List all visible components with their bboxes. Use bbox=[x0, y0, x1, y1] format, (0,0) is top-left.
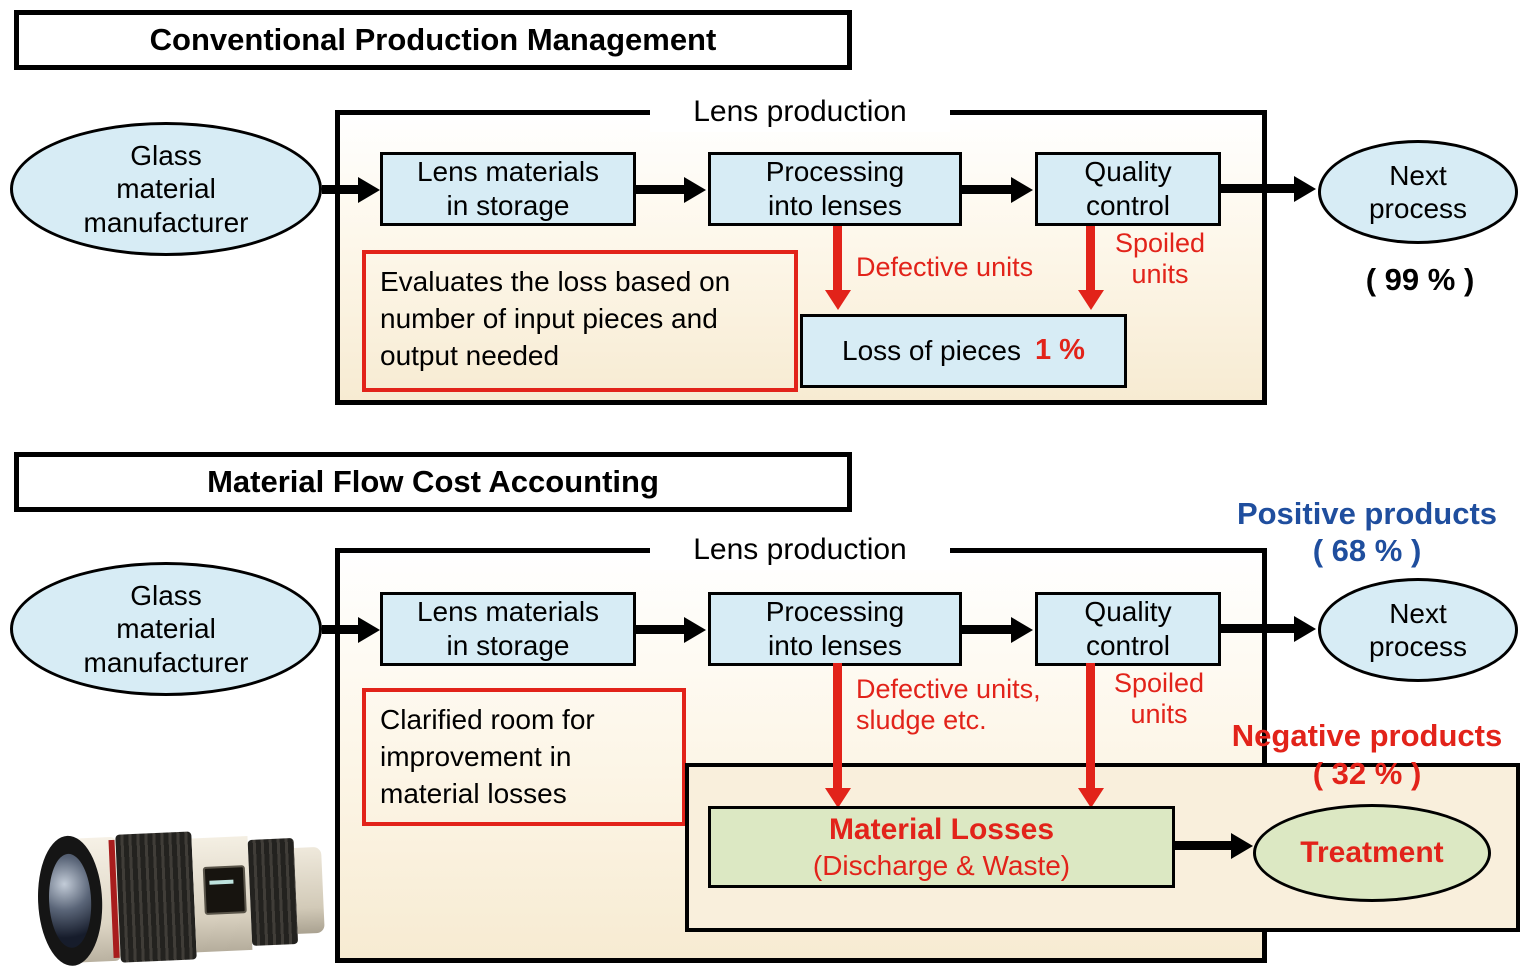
defective-units-label-2: Defective units, sludge etc. bbox=[856, 674, 1041, 735]
step-quality-control-1: Quality control bbox=[1035, 152, 1221, 226]
loss-of-pieces-value: 1 % bbox=[1035, 334, 1085, 367]
spoiled-units-label-2: Spoiled units bbox=[1113, 668, 1205, 729]
lens-focus-ring bbox=[247, 838, 299, 946]
lens-mount bbox=[294, 846, 325, 934]
evaluation-note-box: Evaluates the loss based on number of in… bbox=[362, 250, 798, 392]
lens-distance-window bbox=[202, 865, 247, 915]
glass-manufacturer-ellipse-1: Glass material manufacturer bbox=[10, 122, 322, 256]
defective-arrow-1 bbox=[833, 226, 842, 290]
material-losses-subtitle: (Discharge & Waste) bbox=[812, 850, 1071, 882]
step-lens-materials-1: Lens materials in storage bbox=[380, 152, 636, 226]
mfca-title-text: Material Flow Cost Accounting bbox=[207, 464, 659, 499]
next-process-ellipse-2: Next process bbox=[1318, 578, 1518, 682]
treatment-ellipse: Treatment bbox=[1253, 804, 1491, 902]
flow-arrow bbox=[322, 185, 358, 194]
step-quality-control-2: Quality control bbox=[1035, 592, 1221, 666]
next-process-ellipse-1: Next process bbox=[1318, 140, 1518, 244]
defective-units-label-1: Defective units bbox=[856, 252, 1034, 282]
flow-arrow bbox=[962, 185, 1011, 194]
flow-arrow bbox=[636, 185, 684, 194]
step-processing-2: Processing into lenses bbox=[708, 592, 962, 666]
treatment-text: Treatment bbox=[1300, 836, 1444, 870]
material-losses-box: Material Losses (Discharge & Waste) bbox=[708, 806, 1175, 888]
loss-of-pieces-box: Loss of pieces 1 % bbox=[800, 314, 1127, 388]
loss-of-pieces-text: Loss of pieces bbox=[842, 334, 1021, 366]
flow-arrow bbox=[636, 625, 684, 634]
conventional-title-text: Conventional Production Management bbox=[149, 22, 717, 57]
positive-products-label: Positive products bbox=[1236, 496, 1498, 531]
conventional-title: Conventional Production Management bbox=[14, 10, 852, 70]
camera-lens-photo bbox=[35, 820, 326, 970]
improvement-note-box: Clarified room for improvement in materi… bbox=[362, 688, 686, 826]
flow-arrow bbox=[1221, 624, 1294, 633]
step-lens-materials-2: Lens materials in storage bbox=[380, 592, 636, 666]
mfca-title: Material Flow Cost Accounting bbox=[14, 452, 852, 512]
defective-arrow-2 bbox=[833, 663, 842, 788]
lens-zoom-ring bbox=[115, 831, 197, 963]
treatment-arrow bbox=[1175, 841, 1231, 850]
flow-arrow bbox=[962, 625, 1011, 634]
negative-products-percentage: ( 32 % ) bbox=[1312, 756, 1422, 791]
negative-products-label: Negative products bbox=[1231, 718, 1503, 753]
lens-production-label-1: Lens production bbox=[650, 92, 950, 132]
next-process-percentage-1: ( 99 % ) bbox=[1365, 262, 1475, 297]
flow-arrow bbox=[322, 625, 358, 634]
positive-products-percentage: ( 68 % ) bbox=[1312, 533, 1422, 568]
lens-production-label-2: Lens production bbox=[650, 530, 950, 570]
spoiled-arrow-1 bbox=[1086, 226, 1095, 290]
material-losses-title: Material Losses bbox=[828, 812, 1055, 846]
glass-manufacturer-ellipse-2: Glass material manufacturer bbox=[10, 562, 322, 696]
spoiled-units-label-1: Spoiled units bbox=[1114, 228, 1206, 289]
flow-arrow bbox=[1221, 184, 1294, 193]
step-processing-1: Processing into lenses bbox=[708, 152, 962, 226]
spoiled-arrow-2 bbox=[1086, 663, 1095, 788]
